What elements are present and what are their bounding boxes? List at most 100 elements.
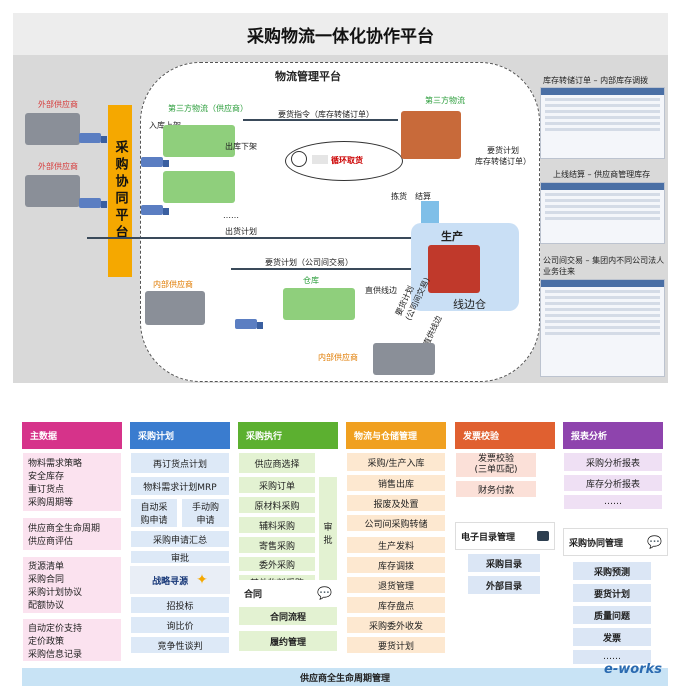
ellipsis-label: …… <box>223 211 239 220</box>
instruction-arrow <box>243 119 398 121</box>
diagram-title: 采购物流一体化协作平台 <box>13 13 668 55</box>
production-label: 生产 <box>441 230 463 243</box>
internal-supplier-label-2: 内部供应商 <box>318 353 358 362</box>
truck-icon <box>235 319 263 329</box>
mrp-plan: 物料需求计划MRP <box>130 476 230 496</box>
right-title-1: 库存转储订单 – 内部库存调拨 <box>543 76 649 85</box>
inquiry: 询比价 <box>130 616 230 634</box>
clock-icon <box>291 151 307 167</box>
warehouse-icon <box>163 171 235 203</box>
warehouse-icon <box>283 288 355 320</box>
demand-instruction-label: 要货指令（库存转储订单） <box>278 110 374 119</box>
report-ellipsis: …… <box>563 494 663 510</box>
negotiation: 竞争性谈判 <box>130 636 230 654</box>
master-data-item: 供应商全生命周期 供应商评估 <box>22 517 122 551</box>
bidding: 招投标 <box>130 596 230 614</box>
demand-plan-label: 要货计划 库存转储订单） <box>475 146 531 166</box>
request-summary: 采购申请汇总 <box>130 530 230 548</box>
right-title-3: 公司间交易 – 集团内不同公司法人业务往来 <box>543 256 665 276</box>
execution-item: 采购订单 <box>238 476 316 494</box>
column-header: 报表分析 <box>563 422 663 449</box>
external-supplier-label-1: 外部供应商 <box>38 100 78 109</box>
logistics-item: 采购/生产入库 <box>346 452 446 472</box>
logistics-item: 采购委外收发 <box>346 616 446 634</box>
chat-icon: 💬 <box>647 535 662 549</box>
catalog-label: 电子目录管理 <box>461 532 516 543</box>
truck-icon <box>141 205 169 215</box>
down-arrow-icon <box>421 201 439 225</box>
report-invoice: 发票 <box>573 628 651 646</box>
execution-item: 辅料采购 <box>238 516 316 534</box>
catalog-header: 电子目录管理 <box>455 522 555 550</box>
purchase-catalog: 采购目录 <box>468 554 540 572</box>
collab-header: 采购协同管理 💬 <box>563 528 668 556</box>
quality-issue: 质量问题 <box>573 606 651 624</box>
internal-supplier-label-1: 内部供应商 <box>153 280 193 289</box>
inner-demand-arrow <box>231 268 411 270</box>
strategy-sourcing: 战略寻源 ✦ <box>130 566 230 594</box>
auto-request: 自动采 购申请 <box>130 498 178 528</box>
manual-request: 手动购 申请 <box>181 498 230 528</box>
truck-icon <box>312 155 328 164</box>
execution-item: 委外采购 <box>238 556 316 572</box>
reorder-plan: 再订货点计划 <box>130 452 230 474</box>
contract-perform: 履约管理 <box>238 630 338 652</box>
right-title-2: 上线结算 – 供应商管理库存 <box>553 170 651 179</box>
plan-approve: 审批 <box>130 550 230 564</box>
flow-management-panel <box>140 62 540 382</box>
report-demand-plan: 要货计划 <box>573 584 651 602</box>
warehouse-icon <box>25 113 80 145</box>
logistics-diagram: 采购物流一体化协作平台 外部供应商 外部供应商 采购协同平台 物流管理平台 第三… <box>13 13 668 383</box>
execution-item: 寄售采购 <box>238 536 316 554</box>
cycle-pickup-label: 循环取货 <box>331 156 363 165</box>
contract-label: 合同 <box>244 589 263 600</box>
eworks-logo: e-works <box>604 662 662 677</box>
column-header: 主数据 <box>22 422 122 449</box>
external-supplier-label-2: 外部供应商 <box>38 162 78 171</box>
execution-item: 原材料采购 <box>238 496 316 514</box>
logistics-item: 库存盘点 <box>346 596 446 614</box>
lightbulb-icon: ✦ <box>196 572 208 588</box>
cycle-loop <box>285 141 403 181</box>
column-report: 报表分析 <box>563 422 663 449</box>
column-invoice: 发票校验 <box>455 422 555 449</box>
strategy-label: 战略寻源 <box>152 576 189 587</box>
contract-flow: 合同流程 <box>238 606 338 626</box>
footer-bar: 供应商全生命周期管理 <box>22 668 668 686</box>
settle-label: 结算 <box>415 192 431 201</box>
line-warehouse-label: 线边仓 <box>453 298 486 311</box>
logistics-item: 库存调拨 <box>346 556 446 574</box>
inner-demand-plan-label: 要货计划（公司间交易） <box>265 258 353 267</box>
forklift-icon <box>428 245 480 293</box>
logistics-item: 生产发料 <box>346 536 446 554</box>
warehouse-icon <box>25 175 80 207</box>
screenshot-panel <box>540 182 665 244</box>
column-header: 采购执行 <box>238 422 338 449</box>
execution-approve: 审 批 <box>318 476 338 590</box>
wallet-icon <box>537 531 549 541</box>
contract-header: 合同 💬 <box>238 580 338 606</box>
shipment-arrow <box>87 237 422 239</box>
logistics-item: 要货计划 <box>346 636 446 654</box>
outbound-label: 出库下架 <box>225 142 257 151</box>
third-party-supplier-label: 第三方物流（供应商） <box>168 104 248 113</box>
chat-icon: 💬 <box>317 586 332 600</box>
execution-item: 供应商选择 <box>238 452 316 474</box>
forecast: 采购预测 <box>573 562 651 580</box>
master-data-item: 自动定价支持 定价政策 采购信息记录 <box>22 618 122 662</box>
screenshot-panel <box>540 87 665 159</box>
stock-report: 库存分析报表 <box>563 474 663 492</box>
column-plan: 采购计划 <box>130 422 230 449</box>
external-catalog: 外部目录 <box>468 576 540 594</box>
column-master-data: 主数据 <box>22 422 122 449</box>
column-header: 采购计划 <box>130 422 230 449</box>
truck-icon <box>141 157 169 167</box>
sort-label: 拣货 <box>391 192 407 201</box>
master-data-item: 物料需求策略 安全库存 重订货点 采购周期等 <box>22 452 122 512</box>
master-data-item: 货源清单 采购合同 采购计划协议 配额协议 <box>22 556 122 614</box>
screenshot-panel <box>540 279 665 377</box>
logistics-item: 公司间采购转储 <box>346 514 446 532</box>
direct-line-label: 直供线边 <box>365 286 397 295</box>
third-party-label: 第三方物流 <box>425 96 465 105</box>
purchase-report: 采购分析报表 <box>563 452 663 472</box>
